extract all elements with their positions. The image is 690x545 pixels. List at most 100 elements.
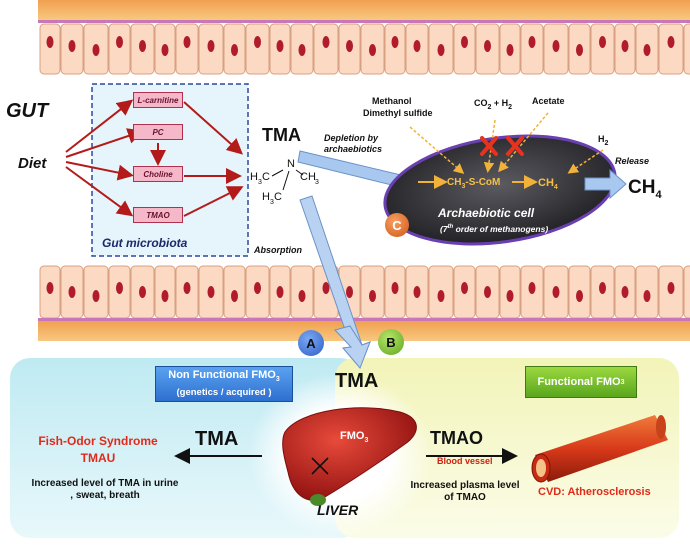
cell-nucleus — [46, 282, 54, 294]
cell-nucleus — [231, 290, 238, 302]
cell-nucleus — [413, 40, 421, 52]
svg-text:C: C — [262, 171, 270, 183]
marker-c: C — [385, 213, 409, 237]
tmau-label: TMAU — [80, 451, 116, 465]
gut-microbiota-label: Gut microbiota — [102, 236, 188, 250]
cell-nucleus — [139, 40, 146, 52]
cell-nucleus — [391, 282, 399, 294]
epithelial-cell — [245, 23, 270, 75]
cell-nucleus — [667, 282, 675, 294]
tmao-label: TMAO — [430, 428, 483, 448]
svg-text:N: N — [287, 158, 295, 170]
cell-nucleus — [207, 40, 215, 52]
svg-text:C: C — [274, 191, 282, 203]
cell-nucleus — [461, 282, 468, 294]
tma-center-label: TMA — [335, 370, 379, 392]
cell-nucleus — [254, 282, 261, 294]
fish-odor-syndrome-label: Fish-Odor Syndrome — [38, 434, 158, 448]
cell-nucleus — [254, 36, 261, 48]
svg-text:H: H — [250, 171, 258, 183]
liver-illustration — [282, 407, 417, 501]
tma-label: TMA — [262, 125, 301, 145]
cell-nucleus — [484, 40, 491, 52]
tma-left-label: TMA — [195, 428, 239, 450]
release-label: Release — [615, 156, 650, 166]
epithelial-cell — [175, 23, 199, 75]
diet-label: Diet — [18, 155, 47, 172]
increased-tma-text: Increased level of TMA in urine , sweat,… — [31, 478, 179, 501]
cvd-label: CVD: Atherosclerosis — [538, 486, 651, 498]
epithelial-cell — [453, 23, 476, 75]
cell-nucleus — [528, 36, 536, 48]
cell-nucleus — [576, 44, 583, 56]
archaebiotic-cell-subtitle: (7th order of methanogens) — [440, 224, 549, 234]
cell-nucleus — [369, 44, 376, 56]
cell-nucleus — [322, 282, 330, 294]
increased-plasma-text: Increased plasma level of TMAO — [410, 480, 520, 503]
blood-vessel — [531, 415, 668, 483]
svg-text:3: 3 — [315, 179, 319, 186]
cell-nucleus — [369, 290, 376, 302]
top-cell-row — [39, 23, 690, 75]
cell-nucleus — [183, 36, 191, 48]
epithelial-cell — [520, 23, 544, 75]
epithelial-cell — [39, 23, 61, 75]
cell-nucleus — [621, 286, 629, 298]
gut-title: GUT — [6, 100, 49, 122]
diet-arrows — [65, 99, 244, 217]
substrate-dimethyl-sulfide: Dimethyl sulfide — [363, 108, 433, 118]
cell-nucleus — [599, 36, 606, 48]
inhibition-x-marks — [480, 136, 524, 156]
cell-nucleus — [298, 290, 306, 302]
absorption-label: Absorption — [254, 245, 302, 255]
substrate-acetate: Acetate — [532, 96, 565, 106]
cell-nucleus — [231, 44, 238, 56]
cell-nucleus — [461, 36, 468, 48]
cell-nucleus — [116, 36, 123, 48]
cell-nucleus — [667, 36, 675, 48]
cell-nucleus — [346, 286, 353, 298]
archaebiotic-cell-title: Archaebiotic cell — [438, 206, 535, 220]
cell-nucleus — [346, 40, 353, 52]
top-epithelium — [38, 0, 690, 75]
cell-nucleus — [621, 40, 629, 52]
metabolite-tmao: TMAO — [133, 207, 183, 223]
product-ch4: CH4 — [538, 177, 558, 192]
svg-text:H: H — [262, 191, 270, 203]
metabolite-choline: Choline — [133, 166, 183, 182]
cell-nucleus — [298, 44, 306, 56]
cell-nucleus — [183, 282, 191, 294]
cell-nucleus — [68, 40, 76, 52]
metabolite-pc: PC — [133, 124, 183, 140]
epithelial-cell — [108, 23, 131, 75]
cell-nucleus — [437, 290, 445, 302]
cell-nucleus — [528, 282, 536, 294]
metabolite-l-carnitine: L-carnitine — [133, 92, 183, 108]
cell-nucleus — [391, 36, 399, 48]
blood-vessel-label: Blood vessel — [437, 456, 493, 466]
cell-nucleus — [116, 282, 123, 294]
cell-nucleus — [643, 44, 651, 56]
ch4-output-label: CH4 — [628, 177, 662, 201]
marker-b: B — [378, 329, 404, 355]
svg-text:3: 3 — [270, 199, 274, 206]
epithelial-cell — [658, 23, 684, 75]
epithelial-cell — [384, 23, 406, 75]
epithelial-cell — [683, 265, 690, 319]
cell-nucleus — [322, 36, 330, 48]
cell-nucleus — [506, 290, 514, 302]
epithelial-cell — [590, 23, 615, 75]
liver-label: LIVER — [317, 502, 359, 518]
substrate-co2-h2: CO2 + H2 — [474, 98, 513, 111]
bottom-epithelium — [38, 265, 690, 341]
liver-fmo3-label: FMO3 — [340, 430, 369, 445]
marker-a: A — [298, 330, 324, 356]
cell-nucleus — [506, 44, 514, 56]
cell-nucleus — [207, 286, 215, 298]
depletion-label: Depletion by archaebiotics — [324, 133, 383, 154]
cell-nucleus — [161, 44, 169, 56]
cell-nucleus — [552, 40, 560, 52]
cell-nucleus — [413, 286, 421, 298]
